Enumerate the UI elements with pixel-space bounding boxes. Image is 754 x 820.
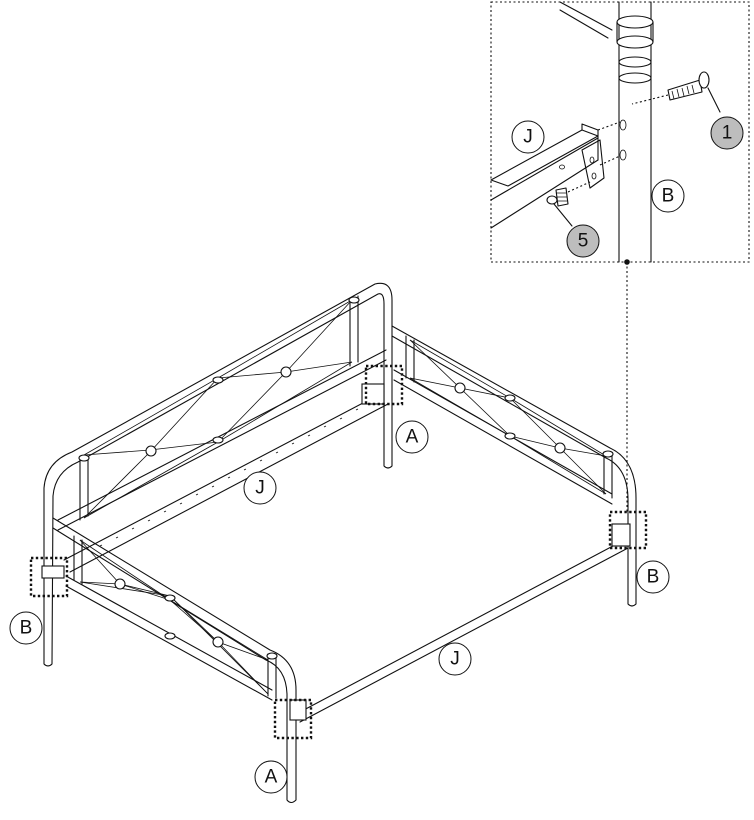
svg-text:J: J [450,649,460,670]
detail-label-b: B [651,179,685,213]
label-b-left: B [9,611,43,645]
svg-text:A: A [406,427,419,448]
label-b-right: B [636,560,670,594]
svg-text:B: B [20,618,33,639]
svg-text:1: 1 [722,123,733,144]
label-a-front: A [254,760,288,794]
svg-text:5: 5 [578,231,589,252]
end-panel-front [52,517,297,804]
label-j-back: J [243,471,277,505]
detail-post-b [616,1,654,263]
detail-rail-j [490,121,621,229]
detail-inset-border [490,1,750,263]
joint-highlight-left [29,556,69,598]
label-j-front: J [438,642,472,676]
detail-bolt-1 [631,71,721,113]
svg-text:J: J [255,478,265,499]
rail-j-front [299,537,629,723]
detail-inset: J B 1 5 [490,1,750,263]
joint-highlight-right [608,510,648,550]
svg-text:J: J [523,127,533,148]
svg-text:A: A [265,767,278,788]
detail-top-rail [559,1,613,39]
detail-bolt-5 [546,181,591,227]
joint-highlight-back [364,364,404,406]
detail-label-j: J [511,120,545,154]
rail-j-back [63,391,389,573]
svg-text:B: B [647,567,660,588]
hardware-callout-5: 5 [566,224,600,258]
rail-brackets [41,383,631,721]
svg-text:B: B [662,186,675,207]
joint-highlight-front [273,698,313,740]
headboard-back [43,282,393,667]
hardware-callout-1: 1 [710,116,744,150]
end-panel-back [391,325,637,607]
label-a-back: A [395,420,429,454]
